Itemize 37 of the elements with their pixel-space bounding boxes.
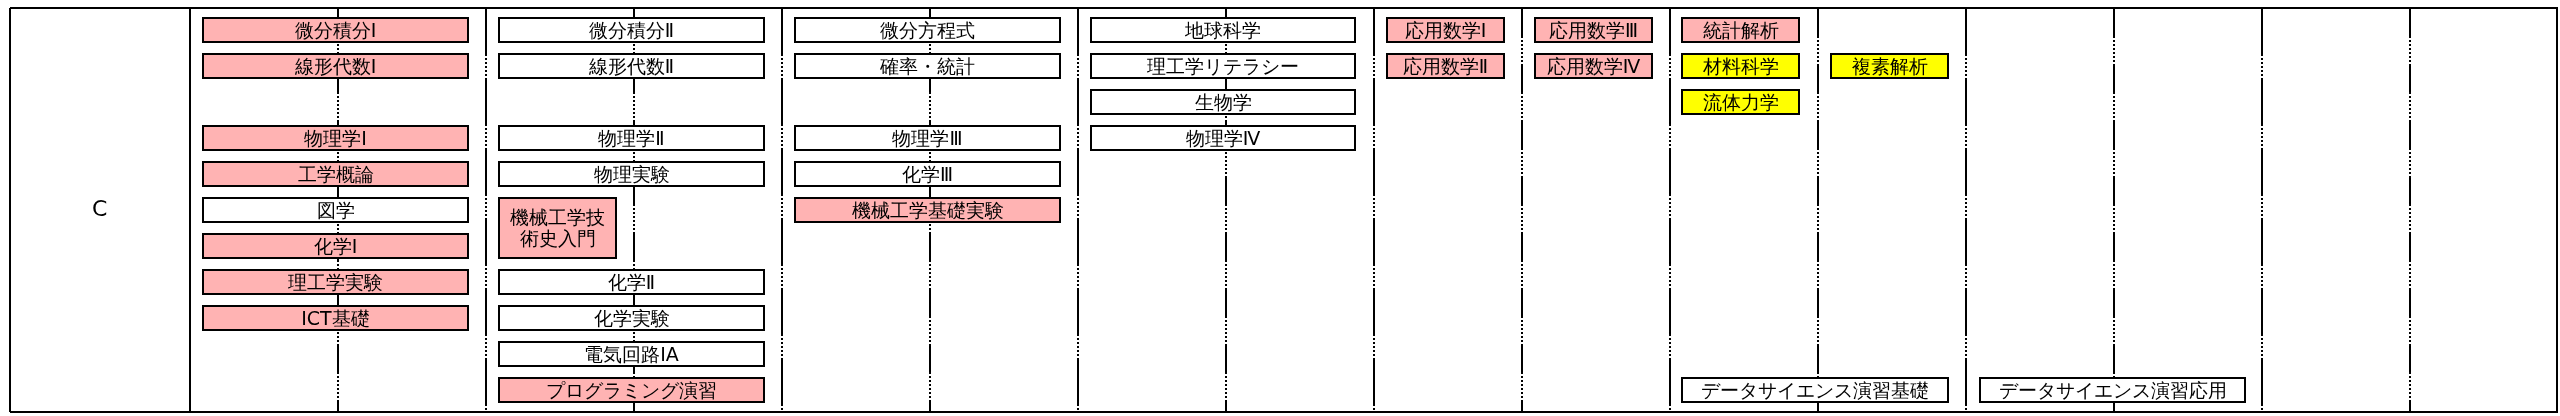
course-box: 複素解析: [1830, 53, 1949, 79]
course-box: 機械工学技術史入門: [498, 197, 617, 259]
course-box: 化学実験: [498, 305, 765, 331]
course-box: 応用数学Ⅰ: [1386, 17, 1505, 43]
course-box: 物理学Ⅱ: [498, 125, 765, 151]
course-box: データサイエンス演習基礎: [1681, 377, 1949, 403]
course-box: 微分積分Ⅱ: [498, 17, 765, 43]
course-box: 応用数学Ⅱ: [1386, 53, 1505, 79]
course-box: 物理学Ⅰ: [202, 125, 469, 151]
course-box: 微分方程式: [794, 17, 1061, 43]
course-box: ICT基礎: [202, 305, 469, 331]
course-box: 微分積分Ⅰ: [202, 17, 469, 43]
course-box: データサイエンス演習応用: [1979, 377, 2246, 403]
course-box: 確率・統計: [794, 53, 1061, 79]
course-box: 工学概論: [202, 161, 469, 187]
course-box: 統計解析: [1681, 17, 1800, 43]
course-box: 流体力学: [1681, 89, 1800, 115]
course-box: 材料科学: [1681, 53, 1800, 79]
course-box: 化学Ⅰ: [202, 233, 469, 259]
course-box: プログラミング演習: [498, 377, 765, 403]
course-box: 化学Ⅱ: [498, 269, 765, 295]
course-box: 地球科学: [1090, 17, 1356, 43]
course-box: 機械工学基礎実験: [794, 197, 1061, 223]
course-box: 化学Ⅲ: [794, 161, 1061, 187]
course-box: 応用数学Ⅳ: [1534, 53, 1653, 79]
course-box: 電気回路ⅠA: [498, 341, 765, 367]
course-box: 物理学Ⅳ: [1090, 125, 1356, 151]
course-box: 線形代数Ⅱ: [498, 53, 765, 79]
course-box: 生物学: [1090, 89, 1356, 115]
course-box: 理工学リテラシー: [1090, 53, 1356, 79]
course-box: 図学: [202, 197, 469, 223]
course-box: 物理学Ⅲ: [794, 125, 1061, 151]
course-box: 線形代数Ⅰ: [202, 53, 469, 79]
course-box: 理工学実験: [202, 269, 469, 295]
row-label: C: [92, 196, 108, 221]
course-box: 応用数学Ⅲ: [1534, 17, 1653, 43]
course-box: 物理実験: [498, 161, 765, 187]
